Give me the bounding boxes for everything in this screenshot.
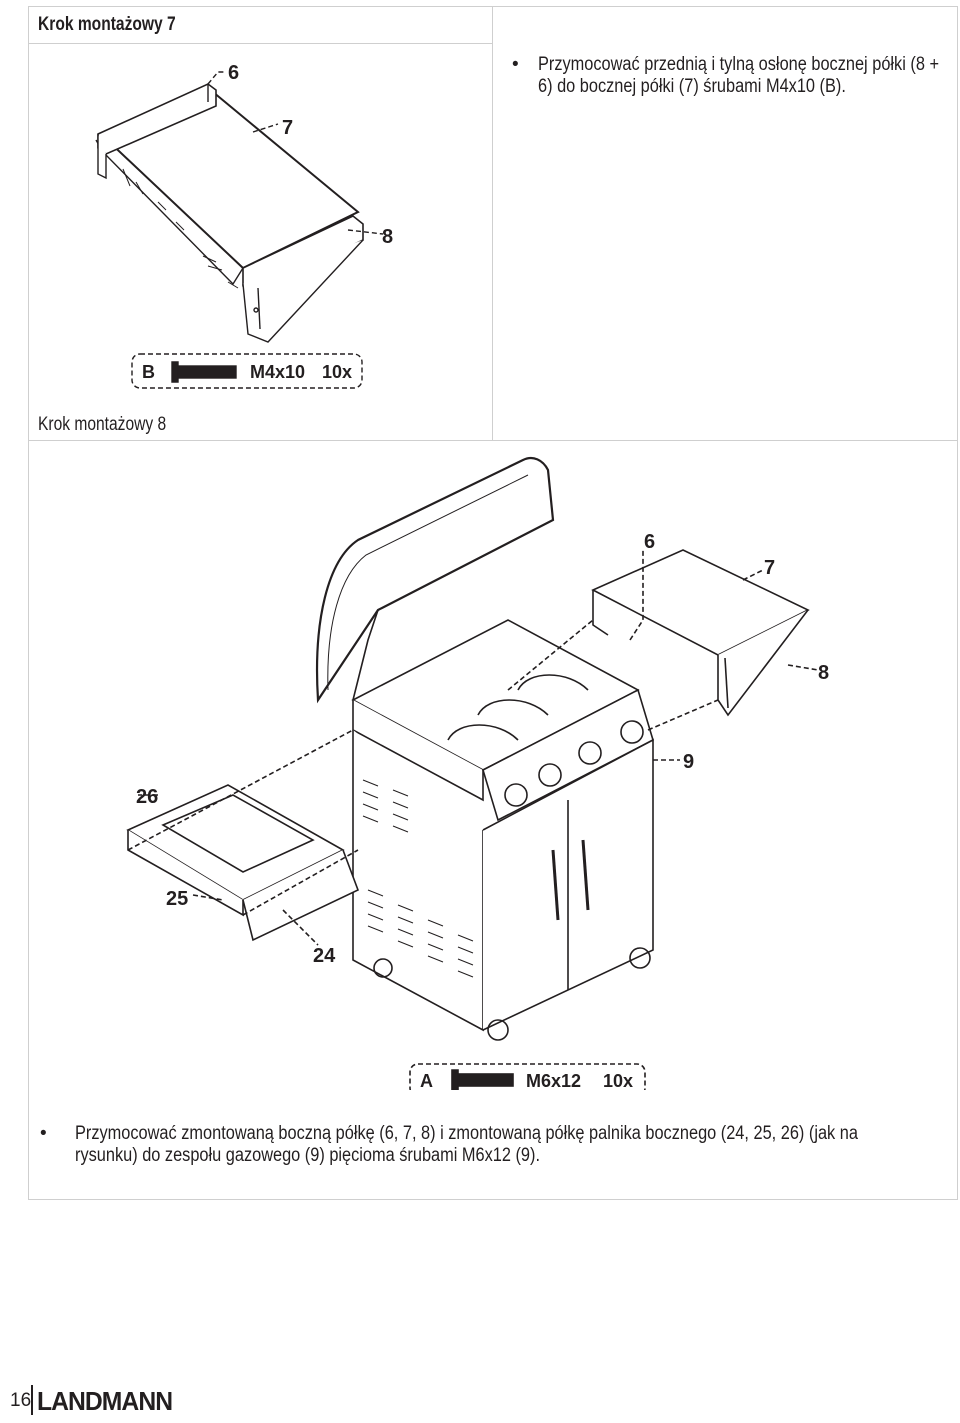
hardware-letter: B <box>142 362 155 382</box>
callout-6: 6 <box>644 531 655 553</box>
hardware-qty: 10x <box>322 362 352 382</box>
step7-title: Krok montażowy 7 <box>38 14 176 35</box>
step8-box <box>28 440 958 1200</box>
hardware-letter: A <box>420 1071 433 1090</box>
callout-25: 25 <box>166 888 188 910</box>
step8-instruction: • Przymocować zmontowaną boczną półkę (6… <box>40 1123 960 1167</box>
callout-7: 7 <box>282 117 293 139</box>
step7-illustration: 6 7 8 B M4x10 10x <box>95 62 393 389</box>
hardware-qty: 10x <box>603 1071 633 1090</box>
step8-illustration: 6 7 8 9 24 25 26 A M6x12 10x <box>126 456 829 1090</box>
callout-8: 8 <box>818 662 829 684</box>
callout-8: 8 <box>382 226 393 248</box>
callout-26: 26 <box>136 786 158 808</box>
hardware-size: M6x12 <box>526 1071 581 1090</box>
callout-9: 9 <box>683 751 694 773</box>
hardware-size: M4x10 <box>250 362 305 382</box>
step7-instruction: • Przymocować przednią i tylną osłonę bo… <box>512 54 960 98</box>
bullet: • <box>40 1123 47 1144</box>
step8-title: Krok montażowy 8 <box>38 414 167 435</box>
page-number: 16 <box>10 1390 32 1411</box>
callout-7: 7 <box>764 557 775 579</box>
footer-divider <box>31 1385 33 1415</box>
screw-icon <box>451 1069 514 1090</box>
screw-icon <box>171 361 237 383</box>
step7-instruction-text: Przymocować przednią i tylną osłonę bocz… <box>538 54 939 97</box>
bullet: • <box>512 54 519 75</box>
callout-24: 24 <box>313 945 336 967</box>
step8-instruction-text: Przymocować zmontowaną boczną półkę (6, … <box>75 1123 858 1166</box>
callout-6: 6 <box>228 62 239 84</box>
brand-logo: LANDMANN <box>37 1386 173 1416</box>
